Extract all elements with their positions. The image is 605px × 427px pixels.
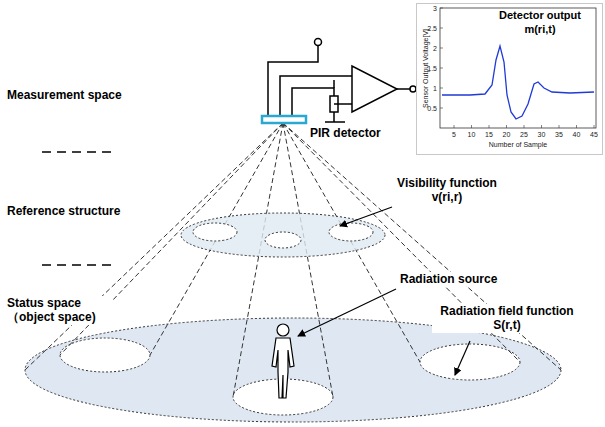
annotation-label: Status space （object space) (5, 296, 113, 325)
cone-lines (25, 123, 561, 397)
leader-line (340, 207, 392, 226)
pir-detector (262, 116, 306, 123)
annotation-label: Visibility function v(ri,r) (388, 176, 506, 205)
axis-text: 10 (468, 131, 476, 138)
aperture-circle (193, 223, 237, 241)
chart-title: Detector output m(ri,t) (485, 9, 595, 37)
axis-text: 1.5 (427, 65, 437, 72)
axis-text: 25 (520, 131, 528, 138)
axis-text: 0.5 (427, 105, 437, 112)
leader-line (455, 341, 470, 375)
aperture-circle (329, 223, 373, 241)
person-figure (272, 324, 294, 398)
axis-text: 20 (503, 131, 511, 138)
separator (42, 151, 112, 153)
axis-text: 2.5 (427, 25, 437, 32)
axis-text: 30 (538, 131, 546, 138)
axis-text: 40 (573, 131, 581, 138)
annotation-label: Radiation field function S(r,t) (432, 304, 582, 333)
annotation-label: PIR detector (308, 126, 383, 140)
axis-text: 35 (555, 131, 563, 138)
zone-circle (60, 338, 150, 372)
separator (42, 264, 112, 266)
axis-text: 2 (433, 45, 437, 52)
axis-text: 1 (433, 85, 437, 92)
aperture-circle (265, 232, 301, 248)
axis-text: 15 (485, 131, 493, 138)
reference-ellipse (181, 213, 385, 257)
output-chart (440, 8, 596, 128)
detector-circuit (268, 39, 416, 123)
leader-line (298, 289, 396, 336)
annotation-label: Reference structure (5, 204, 122, 218)
axis-text: Number of Sample (489, 141, 547, 148)
annotation-label: Measurement space (5, 88, 124, 102)
axis-text: 45 (590, 131, 598, 138)
axis-text: 3 (433, 5, 437, 12)
object-space-ellipse (25, 318, 561, 422)
annotation-label: Radiation source (398, 272, 499, 286)
zone-circle (420, 344, 520, 380)
axis-text: 5 (452, 131, 456, 138)
